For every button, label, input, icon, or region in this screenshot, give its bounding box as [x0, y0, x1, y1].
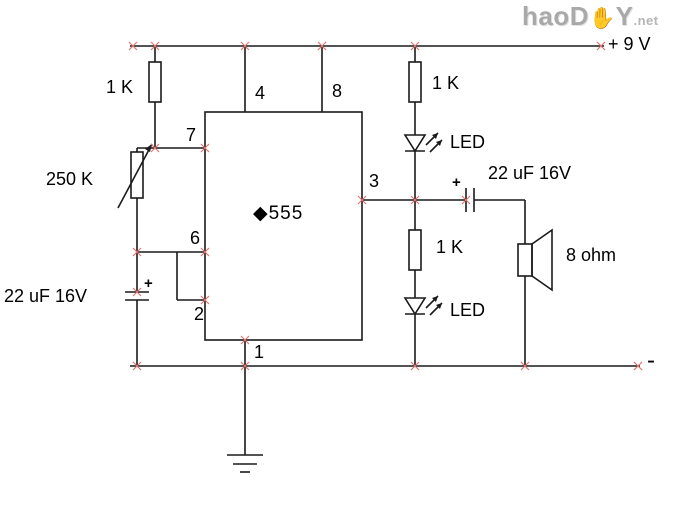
pin-label-1: 1	[254, 342, 265, 362]
potentiometer-symbol	[117, 143, 153, 209]
capacitor-c2-symbol	[465, 188, 475, 212]
negative-rail-label: -	[647, 347, 655, 374]
capacitor-c2-label: 22 uF 16V	[488, 163, 572, 183]
resistor-r2-symbol	[408, 61, 422, 103]
speaker-symbol	[517, 228, 553, 292]
pin-label-7: 7	[186, 125, 197, 145]
led1-symbol	[403, 132, 443, 153]
ic-555-label: ◆555	[253, 203, 304, 224]
pin-label-3: 3	[369, 171, 380, 191]
led2-symbol	[403, 295, 443, 316]
resistor-r3-symbol	[408, 229, 422, 271]
pin-label-6: 6	[190, 228, 201, 248]
logo-text-right: Y	[615, 1, 634, 31]
hand-icon: ✋	[589, 7, 616, 30]
speaker-label: 8 ohm	[566, 245, 617, 265]
resistor-r3-label: 1 K	[436, 237, 464, 257]
logo-suffix: .net	[633, 13, 659, 28]
capacitor-c1-label: 22 uF 16V	[4, 286, 88, 306]
pin-label-8: 8	[332, 81, 343, 101]
resistor-r1-label: 1 K	[106, 77, 134, 97]
site-logo: haoD✋Y.net	[522, 3, 659, 29]
capacitor-c1-symbol	[125, 291, 149, 301]
resistor-r1-symbol	[148, 61, 162, 103]
pin-label-2: 2	[194, 304, 205, 324]
led1-label: LED	[450, 132, 486, 152]
logo-text-left: haoD	[522, 1, 589, 31]
capacitor-c1-polarity: +	[144, 275, 153, 292]
ground-symbol	[227, 454, 263, 473]
capacitor-c2-polarity: +	[452, 174, 461, 191]
positive-rail-label: + 9 V	[608, 34, 651, 54]
ic-555-body	[204, 111, 363, 341]
pin-label-4: 4	[255, 83, 266, 103]
junction-marks	[128, 41, 643, 371]
potentiometer-arrow-icon	[145, 144, 152, 152]
led2-label: LED	[450, 300, 486, 320]
potentiometer-label: 250 K	[46, 169, 94, 189]
resistor-r2-label: 1 K	[432, 73, 460, 93]
